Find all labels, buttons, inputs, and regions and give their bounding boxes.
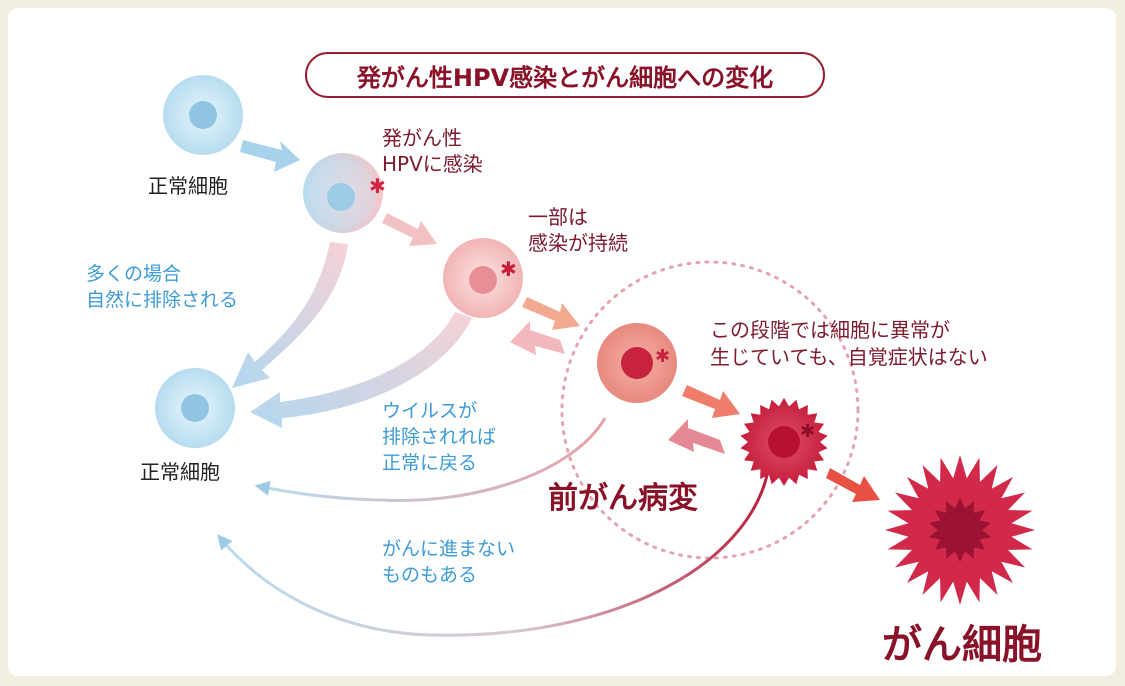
- infected-cell: ✱: [303, 153, 386, 233]
- label-cleared-line2: 自然に排除される: [86, 289, 239, 311]
- arrow-normal-to-infected: [240, 140, 300, 172]
- arrow-persistent-to-precancer: [522, 297, 580, 330]
- arrow-advanced-back: [668, 419, 725, 454]
- virus-cleared-return-curve: [254, 417, 607, 502]
- label-precancer: 前がん病変: [548, 481, 698, 516]
- normal-cell-bottom: [155, 368, 235, 448]
- label-normal-cell-top: 正常細胞: [148, 174, 228, 198]
- normal-cell-top: [163, 75, 243, 155]
- label-normal-cell-bottom: 正常細胞: [140, 460, 220, 484]
- label-persist-line1: 一部は: [528, 205, 588, 229]
- arrow-precancer-to-advanced: [682, 385, 740, 418]
- svg-text:✱: ✱: [800, 421, 815, 442]
- arrow-to-cancer: [826, 468, 880, 502]
- precancer-dotted-ring: [560, 260, 860, 560]
- precancer-cell: ✱: [597, 323, 677, 403]
- label-noprogress-line2: ものもある: [382, 564, 478, 586]
- natural-clearance-arrow: [232, 242, 348, 388]
- label-virus-line3: 正常に戻る: [382, 452, 478, 474]
- label-infected-line1: 発がん性: [382, 126, 462, 150]
- diagram-title: 発がん性HPV感染とがん細胞への変化: [305, 52, 825, 98]
- arrow-infected-to-persistent: [382, 213, 437, 246]
- infection-clearance-arrow: [250, 312, 472, 428]
- label-virus-line2: 排除されれば: [382, 426, 497, 448]
- label-stage-line1: この段階では細胞に異常が: [710, 318, 950, 342]
- label-stage-line2: 生じていても、自覚症状はない: [710, 345, 988, 369]
- label-noprogress-line1: がんに進まない: [382, 538, 516, 560]
- no-progress-return-curve: [217, 457, 772, 637]
- svg-text:✱: ✱: [500, 257, 517, 281]
- label-virus-line1: ウイルスが: [382, 400, 478, 422]
- svg-text:✱: ✱: [369, 174, 386, 198]
- cancer-cell: [885, 455, 1035, 605]
- label-cancer: がん細胞: [882, 622, 1042, 668]
- arrow-precancer-back: [510, 321, 565, 355]
- label-cleared-line1: 多くの場合: [86, 263, 182, 285]
- persistent-infection-cell: ✱: [443, 238, 523, 318]
- advanced-precancer-cell: ✱: [740, 398, 828, 486]
- label-persist-line2: 感染が持続: [528, 231, 628, 255]
- label-infected-line2: HPVに感染: [382, 152, 483, 176]
- svg-text:✱: ✱: [655, 346, 670, 367]
